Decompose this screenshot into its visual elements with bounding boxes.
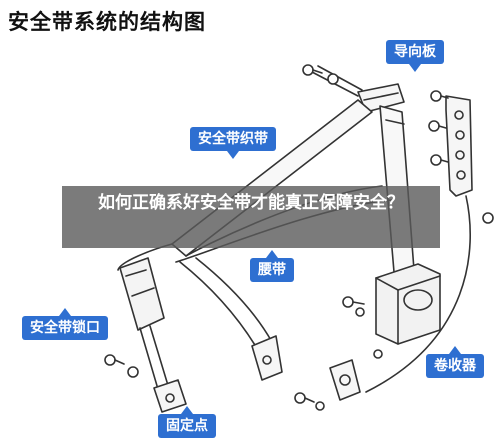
label-guide-plate: 导向板 [386, 40, 444, 64]
label-webbing: 安全带织带 [190, 127, 276, 151]
label-buckle: 安全带锁口 [22, 316, 108, 340]
label-retractor: 卷收器 [426, 354, 484, 378]
label-anchor-point: 固定点 [158, 414, 216, 438]
label-lap-belt: 腰带 [250, 258, 294, 282]
headline-text: 如何正确系好安全带才能真正保障安全？ [62, 190, 440, 216]
